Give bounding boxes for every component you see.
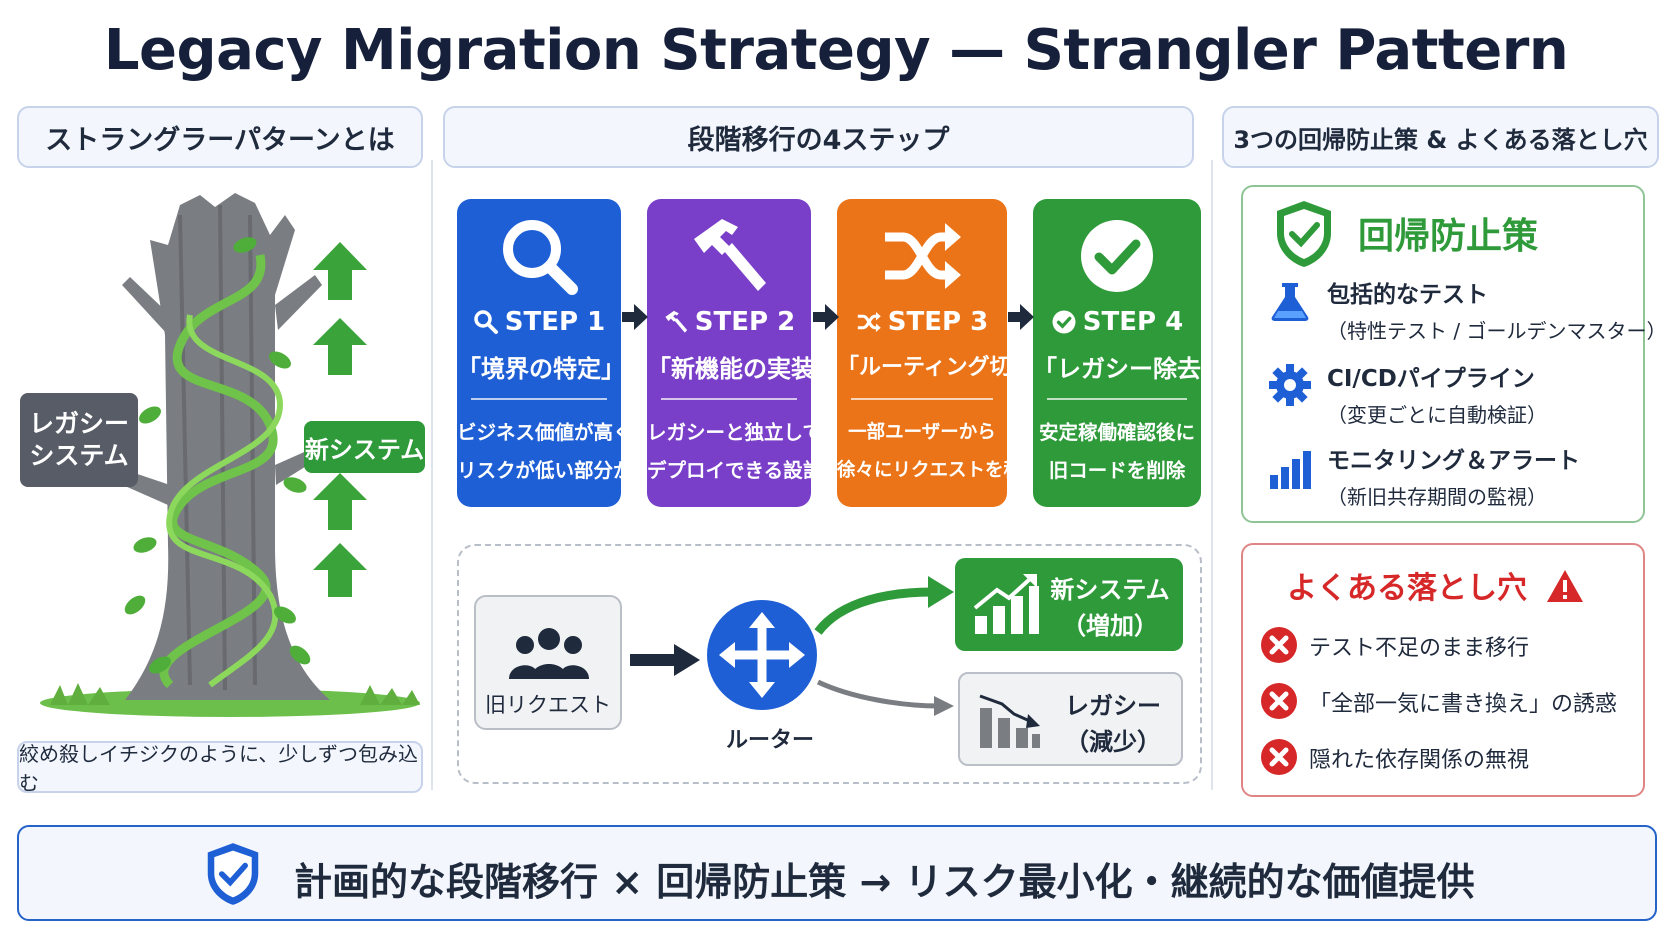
check-circle-icon	[1033, 213, 1201, 299]
legacy-system-box: レガシー （減少）	[958, 672, 1183, 766]
step-divider	[661, 398, 797, 400]
old-request-box: 旧リクエスト	[474, 595, 622, 730]
flow-arrows	[814, 576, 954, 716]
divider	[1211, 160, 1213, 790]
step-label: STEP 2	[694, 307, 796, 337]
search-icon	[457, 213, 621, 299]
check-circle-icon	[1052, 310, 1076, 334]
flow-arrow-icon	[630, 644, 700, 676]
step-label-row: STEP 3	[837, 307, 1007, 337]
tree-caption: 絞め殺しイチジクのように、少しずつ包み込む	[17, 741, 423, 795]
step-label: STEP 4	[1082, 307, 1184, 337]
step-name: 「新機能の実装」	[647, 355, 839, 383]
strangler-tree-illustration	[40, 193, 420, 717]
growth-chart-icon	[973, 574, 1039, 634]
step-arrow-icon	[622, 304, 648, 330]
up-arrow-icon	[313, 473, 367, 530]
prevention-item: モニタリング＆アラート （新旧共存期間の監視）	[1327, 448, 1580, 509]
step-name: 「境界の特定」	[457, 355, 625, 383]
step-label-row: STEP 4	[1033, 307, 1201, 337]
step-description: 一部ユーザーから徐々にリクエストを移行	[837, 422, 1041, 481]
step-description: 安定稼働確認後に旧コードを削除	[1038, 421, 1195, 482]
step-card-3: STEP 3 「ルーティング切替」 一部ユーザーから徐々にリクエストを移行	[837, 199, 1056, 507]
step-label: STEP 3	[887, 307, 989, 337]
step-description: レガシーと独立してデプロイできる設計	[647, 421, 823, 482]
error-x-icon	[1261, 627, 1297, 663]
step-arrow-icon	[1008, 304, 1034, 330]
divider	[431, 160, 433, 790]
flask-icon	[1271, 283, 1309, 321]
shield-check-icon	[1277, 201, 1331, 267]
new-system-title: 新システム	[1050, 576, 1170, 604]
error-x-icon	[1261, 739, 1297, 775]
summary-text: 計画的な段階移行 × 回帰防止策 → リスク最小化・継続的な価値提供	[294, 860, 1475, 904]
shield-check-icon	[207, 843, 259, 905]
step-card-1: STEP 1 「境界の特定」 ビジネス価値が高くリスクが低い部分から	[457, 199, 653, 507]
step-label-row: STEP 2	[647, 307, 811, 337]
new-system-box: 新システム （増加）	[955, 558, 1183, 651]
shuffle-icon	[837, 213, 1007, 299]
section-header-steps: 段階移行の4ステップ	[443, 106, 1194, 168]
old-request-label: 旧リクエスト	[485, 693, 611, 717]
new-system-subtitle: （増加）	[1062, 612, 1158, 640]
shuffle-icon	[857, 312, 881, 332]
section-header-prevention: 3つの回帰防止策 & よくある落とし穴	[1222, 106, 1659, 168]
legacy-system-label: レガシー システム	[20, 393, 138, 487]
section-header-strangler: ストラングラーパターンとは	[17, 106, 423, 168]
hammer-icon	[647, 213, 811, 299]
router-label: ルーター	[725, 728, 814, 753]
pitfall-item: テスト不足のまま移行	[1309, 636, 1530, 661]
step-description: ビジネス価値が高くリスクが低い部分から	[457, 421, 653, 482]
users-icon	[509, 628, 589, 679]
pitfall-item: 隠れた依存関係の無視	[1309, 748, 1530, 773]
pitfalls-panel: よくある落とし穴 テスト不足のまま移行 「全部一気に書き換え」の誘惑 隠れた依存…	[1241, 543, 1645, 797]
step-name: 「ルーティング切替」	[837, 355, 1056, 380]
legacy-title: レガシー	[1065, 692, 1161, 720]
new-system-label: 新システム	[304, 421, 425, 473]
summary-banner: 計画的な段階移行 × 回帰防止策 → リスク最小化・継続的な価値提供	[17, 825, 1657, 921]
up-arrow-icon	[313, 318, 367, 375]
page-title: Legacy Migration Strategy — Strangler Pa…	[103, 18, 1569, 83]
step-card-4: STEP 4 「レガシー除去」 安定稼働確認後に旧コードを削除	[1033, 199, 1225, 507]
up-arrow-icon	[313, 543, 367, 597]
prevention-item: 包括的なテスト （特性テスト / ゴールデンマスター）	[1327, 282, 1667, 343]
up-arrow-icon	[313, 242, 367, 300]
step-arrow-icon	[813, 304, 839, 330]
error-x-icon	[1261, 683, 1297, 719]
routing-flow-diagram	[457, 544, 1202, 784]
step-label: STEP 1	[504, 307, 606, 337]
step-divider	[1047, 398, 1187, 400]
pitfalls-title: よくある落とし穴	[1287, 563, 1585, 607]
step-divider	[471, 398, 607, 400]
step-label-row: STEP 1	[457, 307, 621, 337]
step-divider	[851, 398, 993, 400]
decline-chart-icon	[979, 694, 1040, 748]
step-name: 「レガシー除去」	[1033, 355, 1225, 383]
bar-chart-icon	[1270, 451, 1311, 489]
pitfall-item: 「全部一気に書き換え」の誘惑	[1309, 692, 1618, 717]
hammer-icon	[665, 310, 687, 333]
router-icon	[707, 600, 817, 710]
prevention-panel: 回帰防止策 包括的なテスト （特性テスト / ゴールデンマスター） CI/CDパ…	[1241, 185, 1666, 523]
prevention-title: 回帰防止策	[1358, 216, 1539, 257]
step-card-2: STEP 2 「新機能の実装」 レガシーと独立してデプロイできる設計	[647, 199, 839, 507]
gear-icon	[1269, 364, 1311, 406]
warning-icon	[1547, 570, 1584, 602]
legacy-subtitle: （減少）	[1065, 728, 1161, 756]
search-icon	[474, 310, 498, 334]
prevention-item: CI/CDパイプライン （変更ごとに自動検証）	[1327, 366, 1547, 427]
